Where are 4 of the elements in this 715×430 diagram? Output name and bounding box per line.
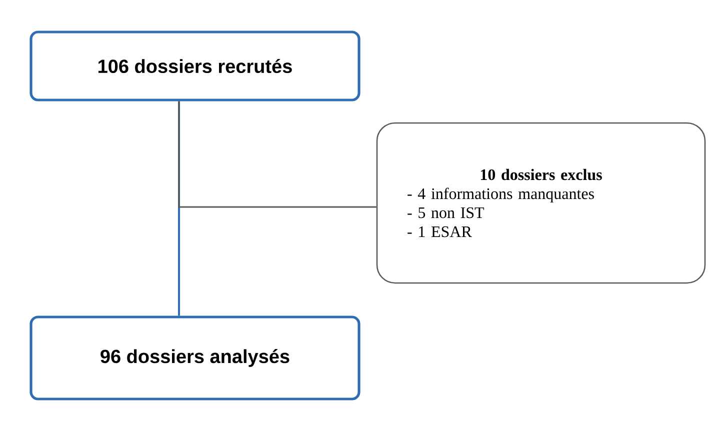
exclusion-box: 10 dossiers exclus - 4 informations manquantes - 5 non IST - 1 ESAR: [376, 122, 706, 284]
process-box: 96 dossiers analysés: [30, 316, 360, 400]
process-box: 106 dossiers recrutés: [30, 30, 360, 102]
connector-line: [178, 101, 376, 208]
